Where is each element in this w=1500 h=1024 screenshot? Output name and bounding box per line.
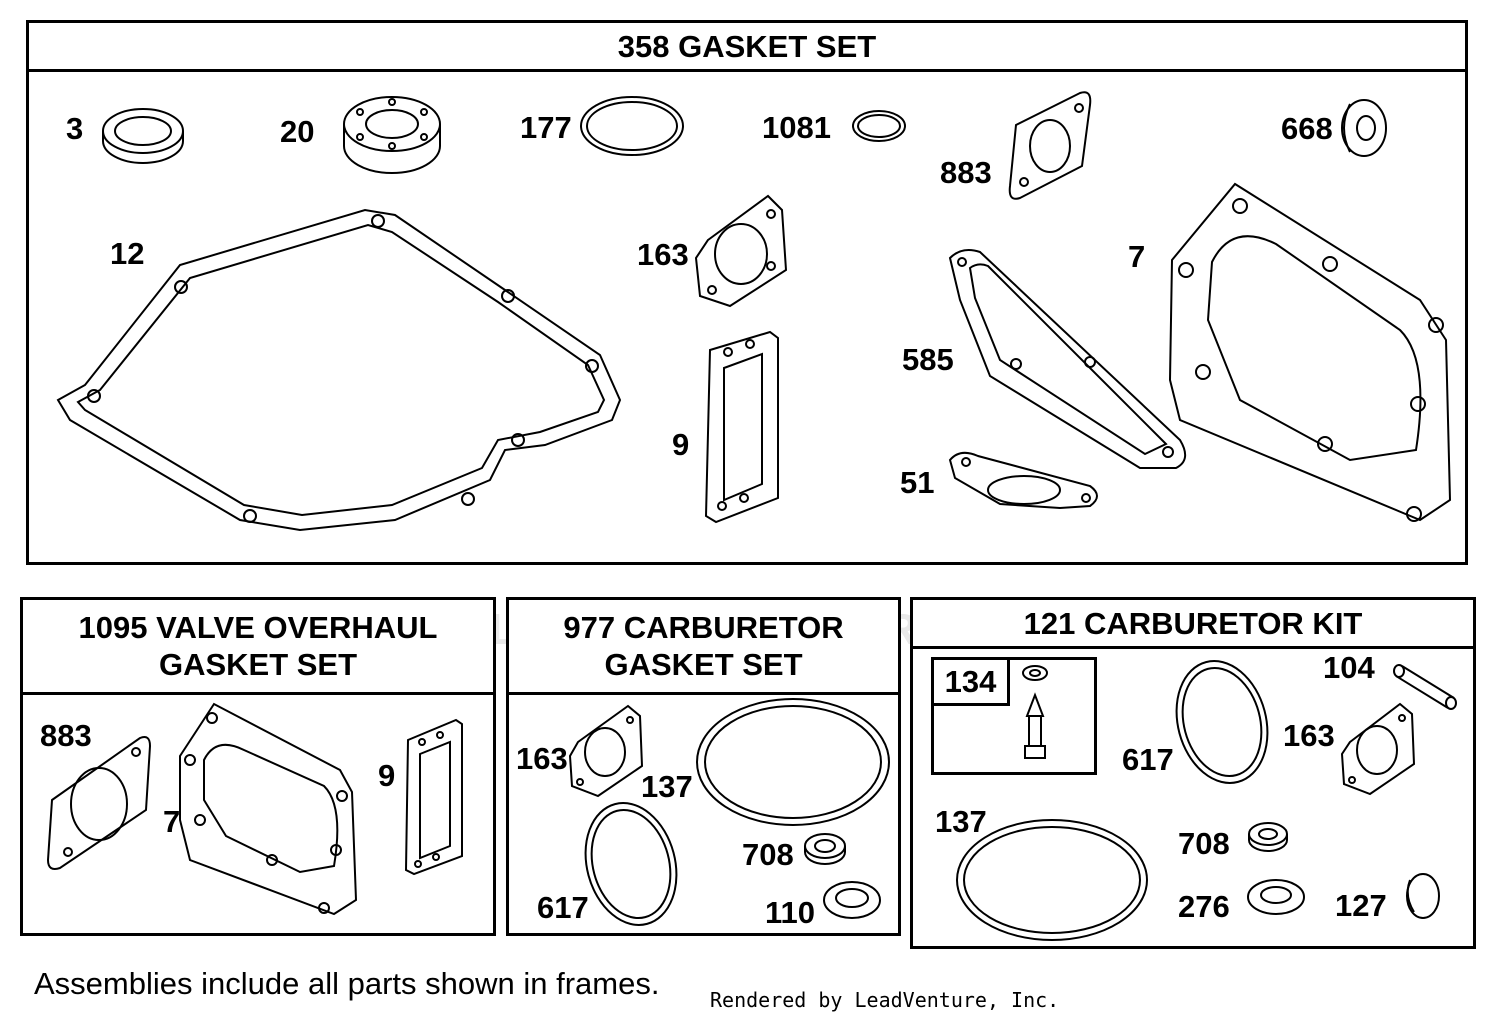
part-label-3: 3 xyxy=(66,111,84,146)
part-label-51: 51 xyxy=(900,465,935,500)
part-label-20: 20 xyxy=(280,114,315,149)
kit-label-276: 276 xyxy=(1178,889,1230,924)
carb-label-163: 163 xyxy=(516,741,568,776)
part-label-1081: 1081 xyxy=(762,110,831,145)
carb-label-137: 137 xyxy=(641,769,693,804)
carb-gasket-title: 977 CARBURETOR GASKET SET xyxy=(509,600,898,695)
part-label-9: 9 xyxy=(672,427,690,462)
part-label-883: 883 xyxy=(940,155,992,190)
carb-label-110: 110 xyxy=(765,895,816,930)
carb-label-617: 617 xyxy=(537,890,589,925)
valve-label-883: 883 xyxy=(40,718,92,753)
kit-label-617: 617 xyxy=(1122,742,1174,777)
valve-label-7: 7 xyxy=(163,804,181,839)
valve-overhaul-frame: 1095 VALVE OVERHAUL GASKET SET xyxy=(20,597,496,936)
subframe-label-134: 134 xyxy=(934,660,1010,706)
gasket-set-title: 358 GASKET SET xyxy=(29,23,1465,72)
kit-label-708: 708 xyxy=(1178,826,1230,861)
part-label-668: 668 xyxy=(1281,111,1333,146)
carb-kit-subframe-134: 134 xyxy=(931,657,1097,775)
kit-label-104: 104 xyxy=(1323,650,1375,685)
carb-kit-title: 121 CARBURETOR KIT xyxy=(913,600,1473,649)
part-label-585: 585 xyxy=(902,342,954,377)
credit-text: Rendered by LeadVenture, Inc. xyxy=(710,988,1060,1012)
kit-label-127: 127 xyxy=(1335,888,1387,923)
kit-label-163: 163 xyxy=(1283,718,1335,753)
valve-label-9: 9 xyxy=(378,758,396,793)
part-label-12: 12 xyxy=(110,236,145,271)
footnote: Assemblies include all parts shown in fr… xyxy=(34,966,660,1001)
part-label-7: 7 xyxy=(1128,239,1146,274)
part-label-177: 177 xyxy=(520,110,572,145)
valve-overhaul-title: 1095 VALVE OVERHAUL GASKET SET xyxy=(23,600,493,695)
carb-label-708: 708 xyxy=(742,837,794,872)
part-label-163: 163 xyxy=(637,237,689,272)
kit-label-137: 137 xyxy=(935,804,987,839)
gasket-set-frame: 358 GASKET SET xyxy=(26,20,1468,565)
